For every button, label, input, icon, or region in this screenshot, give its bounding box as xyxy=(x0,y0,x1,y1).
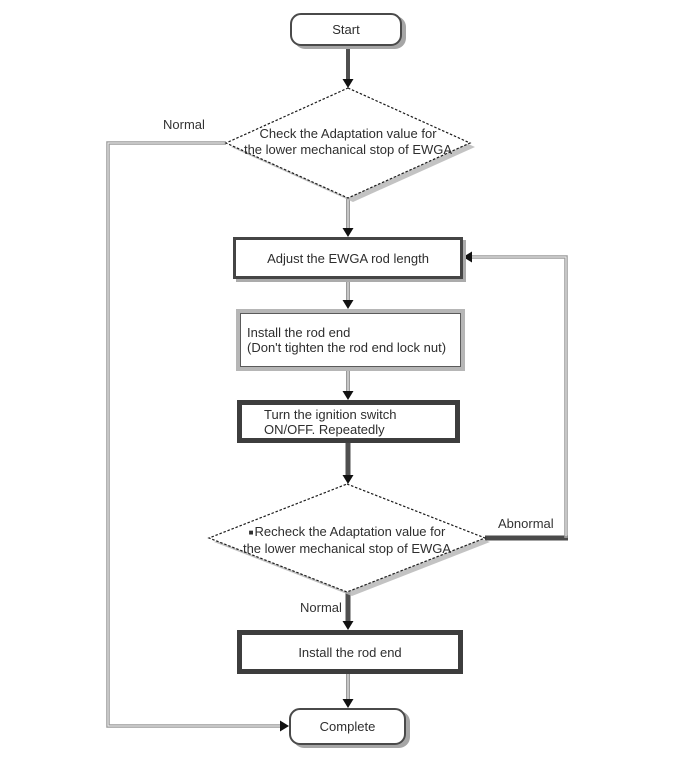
connector-ignition-to-recheck xyxy=(342,443,354,484)
node-ignition-cycle: Turn the ignition switch ON/OFF. Repeate… xyxy=(237,400,460,443)
install-rod-loose-line1: Install the rod end xyxy=(247,325,351,340)
recheck-line1-text: Recheck the Adaptation value for xyxy=(254,524,446,539)
connector-recheck-abnormal-loop xyxy=(463,251,568,541)
node-complete-label: Complete xyxy=(319,719,376,734)
install-rod-loose-line2: (Don't tighten the rod end lock nut) xyxy=(247,340,447,355)
node-recheck-adaptation-text: ■Recheck the Adaptation value for the lo… xyxy=(197,524,497,557)
node-install-rod-loose: Install the rod end (Don't tighten the r… xyxy=(240,313,461,367)
ignition-cycle-line1: Turn the ignition switch xyxy=(264,406,397,422)
connector-recheck-normal-to-install-final xyxy=(342,592,354,630)
connector-start-to-check xyxy=(342,46,354,88)
recheck-adaptation-line2: the lower mechanical stop of EWGA xyxy=(242,541,452,556)
connector-install-loose-to-ignition xyxy=(342,369,354,400)
check-adaptation-line1: Check the Adaptation value for xyxy=(259,126,437,141)
check-adaptation-line2: the lower mechanical stop of EWGA xyxy=(243,142,453,157)
arrowhead-down-icon xyxy=(342,228,354,237)
connector-check-to-adjust xyxy=(342,198,354,237)
edge-label-recheck-abnormal: Abnormal xyxy=(498,516,554,531)
connector-adjust-to-install-loose xyxy=(342,279,354,309)
arrowhead-down-icon xyxy=(342,699,354,708)
arrowhead-down-icon xyxy=(342,79,354,88)
node-check-adaptation-text: Check the Adaptation value for the lower… xyxy=(218,126,478,158)
arrowhead-down-icon xyxy=(342,621,354,630)
node-install-rod-final-label: Install the rod end xyxy=(298,644,402,660)
arrowhead-down-icon xyxy=(342,300,354,309)
connector-install-final-to-complete xyxy=(342,674,354,708)
bullet-icon: ■ xyxy=(248,528,254,537)
node-start: Start xyxy=(290,13,402,46)
node-install-rod-final: Install the rod end xyxy=(237,630,463,674)
arrowhead-left-icon xyxy=(463,251,472,263)
recheck-adaptation-line1: ■Recheck the Adaptation value for xyxy=(197,524,497,541)
ignition-cycle-line2: ON/OFF. Repeatedly xyxy=(264,421,385,437)
node-adjust-rod-label: Adjust the EWGA rod length xyxy=(267,250,429,266)
decision-recheck-adaptation xyxy=(207,483,490,596)
node-start-label: Start xyxy=(332,22,360,37)
arrowhead-down-icon xyxy=(342,475,354,484)
edge-label-check-normal: Normal xyxy=(163,117,205,132)
connector-check-normal-loop xyxy=(106,141,289,732)
arrowhead-right-icon xyxy=(280,720,289,732)
node-adjust-rod: Adjust the EWGA rod length xyxy=(233,237,463,279)
edge-label-recheck-normal: Normal xyxy=(300,600,342,615)
node-complete: Complete xyxy=(289,708,406,745)
decision-check-adaptation xyxy=(224,87,475,202)
arrowhead-down-icon xyxy=(342,391,354,400)
